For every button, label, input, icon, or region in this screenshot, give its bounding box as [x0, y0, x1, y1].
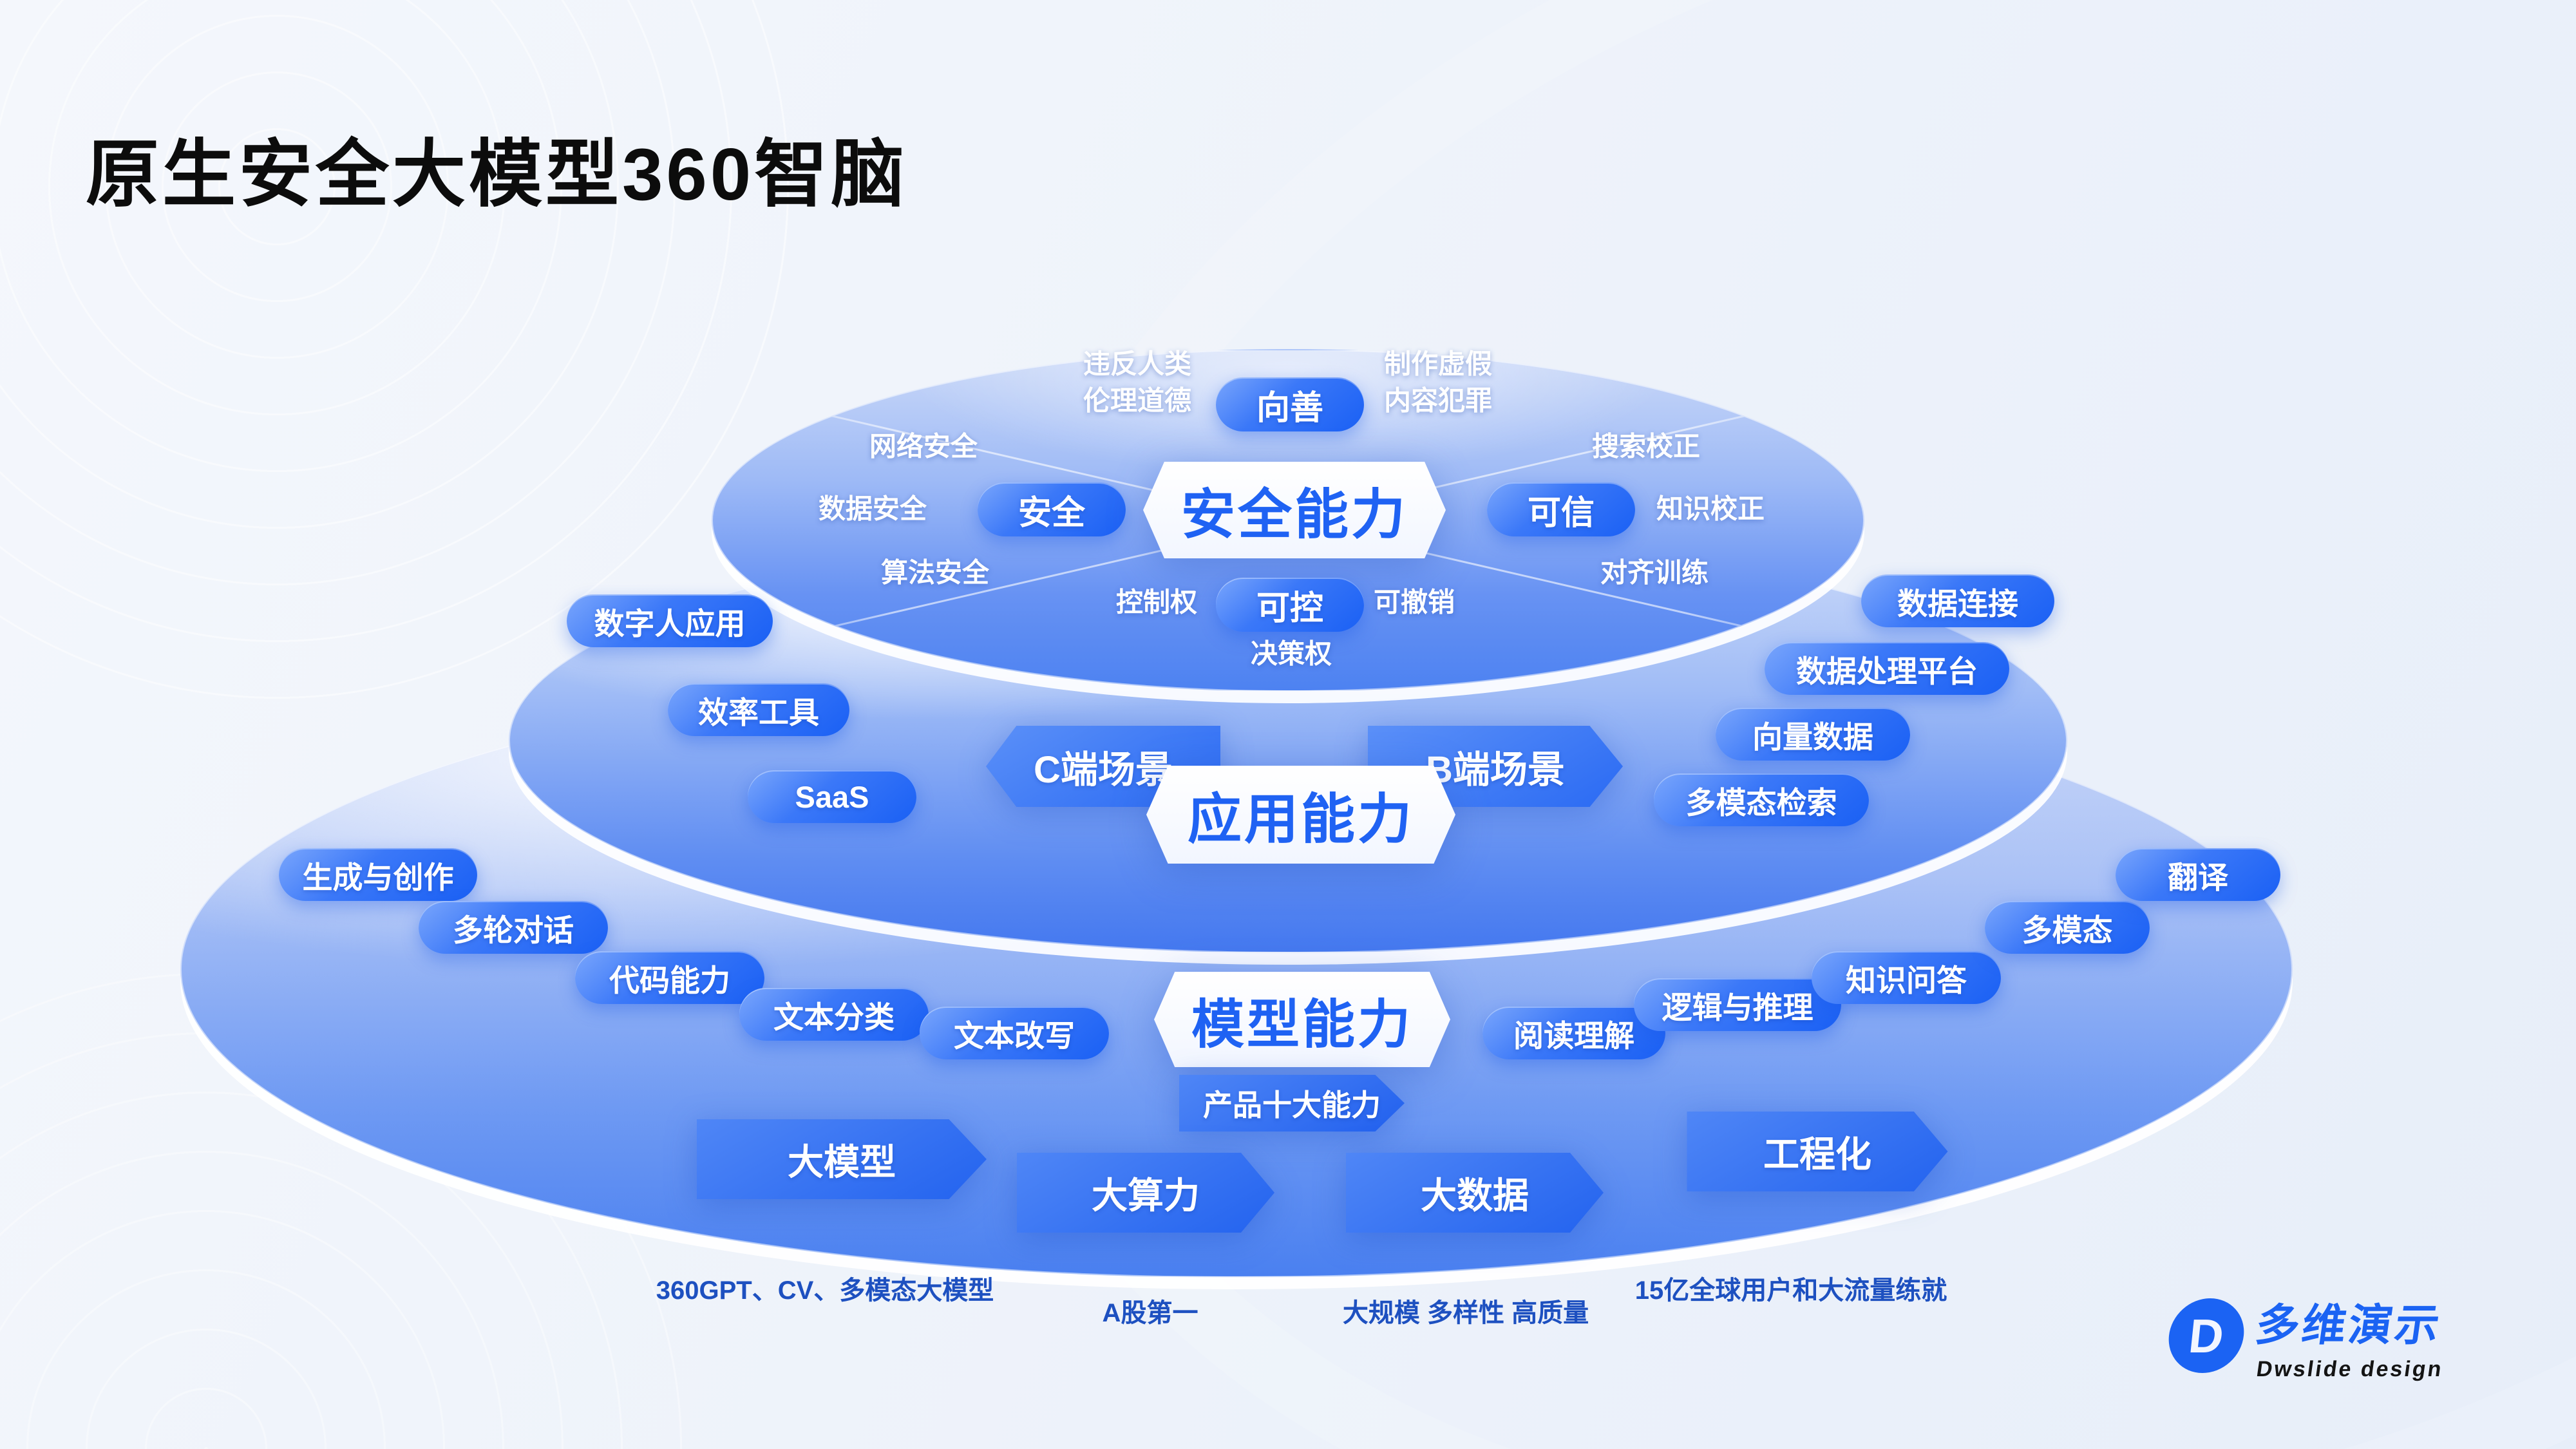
model-pill-text-classification: 文本分类	[739, 988, 929, 1041]
security-hexagon: 安全能力	[1143, 462, 1446, 558]
security-pill-kindness: 向善	[1216, 377, 1364, 431]
model-badge-arrow: 产品十大能力	[1179, 1075, 1405, 1132]
model-pill-knowledge-qa: 知识问答	[1812, 951, 2001, 1004]
app-pill-efficiency-tools: 效率工具	[668, 683, 849, 736]
caption-data-quality: 大规模 多样性 高质量	[1342, 1299, 1589, 1327]
model-badge-label: 产品十大能力	[1179, 1075, 1405, 1132]
model-pill-multimodal: 多模态	[1985, 901, 2150, 954]
brand-tagline: Dwslide design	[2255, 1357, 2445, 1381]
app-pill-saas: SaaS	[748, 770, 916, 823]
security-label-knowledge-correction: 知识校正	[1656, 493, 1765, 524]
security-label-alignment: 对齐训练	[1600, 557, 1709, 588]
model-pill-coding: 代码能力	[575, 951, 764, 1004]
brand-logo: D 多维演示 Dwslide design	[2164, 1289, 2445, 1382]
foundation-arrow-big-data: 大数据	[1346, 1153, 1604, 1233]
model-pill-generation: 生成与创作	[279, 848, 477, 901]
model-hexagon-label: 模型能力	[1154, 972, 1450, 1067]
model-pill-logic-reasoning: 逻辑与推理	[1634, 978, 1841, 1031]
security-label-control-right: 控制权	[1115, 587, 1198, 618]
foundation-arrow-big-model-label: 大模型	[697, 1119, 987, 1199]
app-pill-data-connection: 数据连接	[1861, 574, 2054, 627]
model-pill-multiturn-dialog: 多轮对话	[419, 901, 608, 954]
model-hexagon: 模型能力	[1154, 972, 1450, 1067]
brand-logo-icon: D	[2164, 1298, 2248, 1373]
foundation-arrow-computing-label: 大算力	[1017, 1153, 1274, 1233]
security-hexagon-label: 安全能力	[1143, 462, 1446, 558]
model-pill-reading: 阅读理解	[1482, 1007, 1665, 1059]
security-pill-trustworthy: 可信	[1487, 482, 1635, 536]
foundation-arrow-engineering-label: 工程化	[1687, 1112, 1948, 1191]
foundation-arrow-computing: 大算力	[1017, 1153, 1274, 1233]
security-pill-controllable: 可控	[1216, 578, 1364, 632]
caption-360gpt: 360GPT、CV、多模态大模型	[656, 1276, 994, 1305]
caption-users: 15亿全球用户和大流量练就	[1634, 1276, 1947, 1305]
application-hexagon: 应用能力	[1146, 766, 1455, 864]
brand-name: 多维演示	[2252, 1301, 2445, 1350]
security-label-top-right: 制作虚假 内容犯罪	[1383, 348, 1493, 415]
model-pill-translation: 翻译	[2116, 848, 2280, 901]
slide-title: 原生安全大模型360智脑	[86, 134, 908, 216]
security-label-search-correction: 搜索校正	[1591, 431, 1701, 462]
security-label-algorithm: 算法安全	[880, 557, 990, 588]
foundation-arrow-big-data-label: 大数据	[1346, 1153, 1604, 1233]
security-label-data-safety: 数据安全	[818, 493, 927, 524]
foundation-arrow-engineering: 工程化	[1687, 1112, 1948, 1191]
caption-a-share: A股第一	[1102, 1299, 1198, 1327]
security-pill-safety: 安全	[978, 482, 1126, 536]
security-label-top-left: 违反人类 伦理道德	[1083, 348, 1192, 415]
security-label-decision-right: 决策权	[1250, 638, 1332, 669]
foundation-arrow-big-model: 大模型	[697, 1119, 987, 1199]
app-pill-digital-human: 数字人应用	[567, 594, 773, 647]
app-pill-multimodal-retrieval: 多模态检索	[1654, 773, 1869, 826]
model-pill-text-rewrite: 文本改写	[920, 1007, 1109, 1059]
app-pill-data-platform: 数据处理平台	[1765, 642, 2009, 695]
security-label-network: 网络安全	[869, 431, 978, 462]
security-label-revocable: 可撤销	[1373, 587, 1455, 618]
app-pill-vector-data: 向量数据	[1716, 708, 1910, 761]
application-hexagon-label: 应用能力	[1146, 766, 1455, 864]
